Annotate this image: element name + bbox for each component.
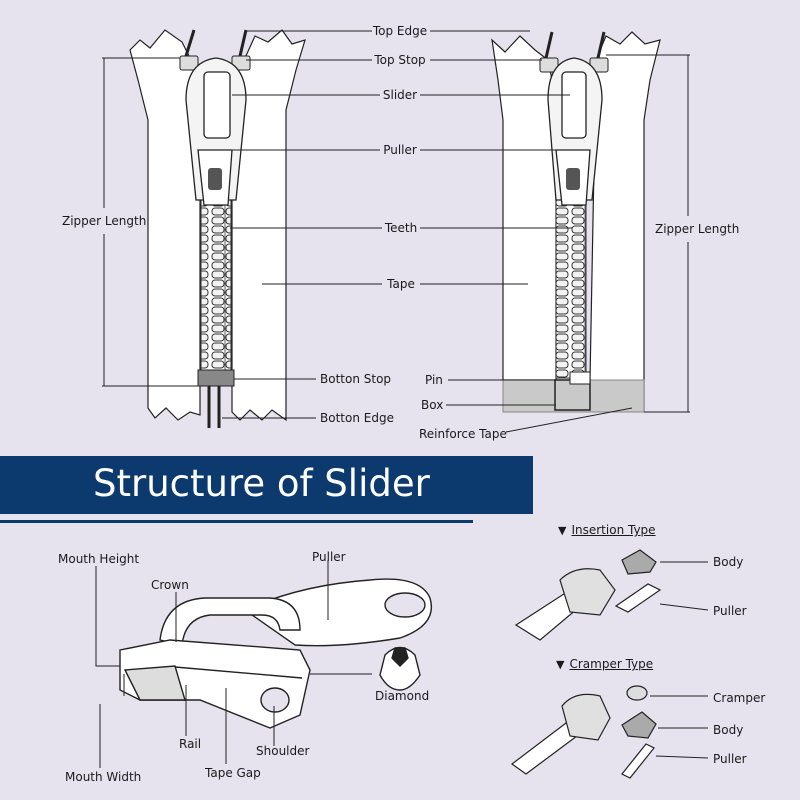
label-tape: Tape xyxy=(387,277,415,291)
top-leader-lines xyxy=(222,30,633,433)
label-zipper-length-left: Zipper Length xyxy=(62,214,147,228)
triangle-down-icon: ▼ xyxy=(558,524,567,537)
label-cramper-body: Body xyxy=(713,723,744,737)
label-teeth: Teeth xyxy=(384,221,418,235)
insertion-type-drawing xyxy=(514,549,662,641)
label-shoulder: Shoulder xyxy=(256,744,310,758)
label-reinforce-tape: Reinforce Tape xyxy=(419,427,507,441)
label-puller: Puller xyxy=(383,143,417,157)
label-zipper-length-right: Zipper Length xyxy=(655,222,740,236)
cramper-type-heading: ▼ Cramper Type xyxy=(556,657,653,672)
right-zipper-drawing xyxy=(491,31,690,413)
label-mouth-width: Mouth Width xyxy=(65,770,142,784)
label-cramper: Cramper xyxy=(713,691,766,705)
label-rail: Rail xyxy=(179,737,202,751)
label-insertion-puller: Puller xyxy=(713,604,747,618)
label-top-edge: Top Edge xyxy=(372,24,428,38)
label-botton-edge: Botton Edge xyxy=(320,411,394,425)
left-zipper-drawing xyxy=(102,29,306,428)
label-mouth-height: Mouth Height xyxy=(58,552,140,566)
label-tape-gap: Tape Gap xyxy=(205,766,261,780)
slider-leader-lines xyxy=(95,560,372,768)
cramper-type-title: Cramper Type xyxy=(569,657,654,671)
insertion-type-title: Insertion Type xyxy=(571,523,656,537)
label-diamond: Diamond xyxy=(375,689,430,703)
label-pin: Pin xyxy=(425,373,443,387)
triangle-down-icon: ▼ xyxy=(556,658,565,671)
label-cramper-puller: Puller xyxy=(713,752,747,766)
label-slider-puller: Puller xyxy=(312,550,346,564)
page-title: Structure of Slider xyxy=(93,462,430,505)
label-top-stop: Top Stop xyxy=(374,53,426,67)
label-box: Box xyxy=(421,398,444,412)
label-crown: Crown xyxy=(151,578,189,592)
divider xyxy=(0,520,473,523)
slider-structure-drawing xyxy=(119,578,432,729)
cramper-type-drawing xyxy=(510,685,657,779)
cramper-leader-lines xyxy=(650,695,709,759)
insertion-type-heading: ▼ Insertion Type xyxy=(558,523,656,538)
insertion-leader-lines xyxy=(659,561,709,611)
label-insertion-body: Body xyxy=(713,555,744,569)
label-botton-stop: Botton Stop xyxy=(320,372,392,386)
label-slider: Slider xyxy=(382,88,418,102)
title-banner xyxy=(0,456,533,514)
